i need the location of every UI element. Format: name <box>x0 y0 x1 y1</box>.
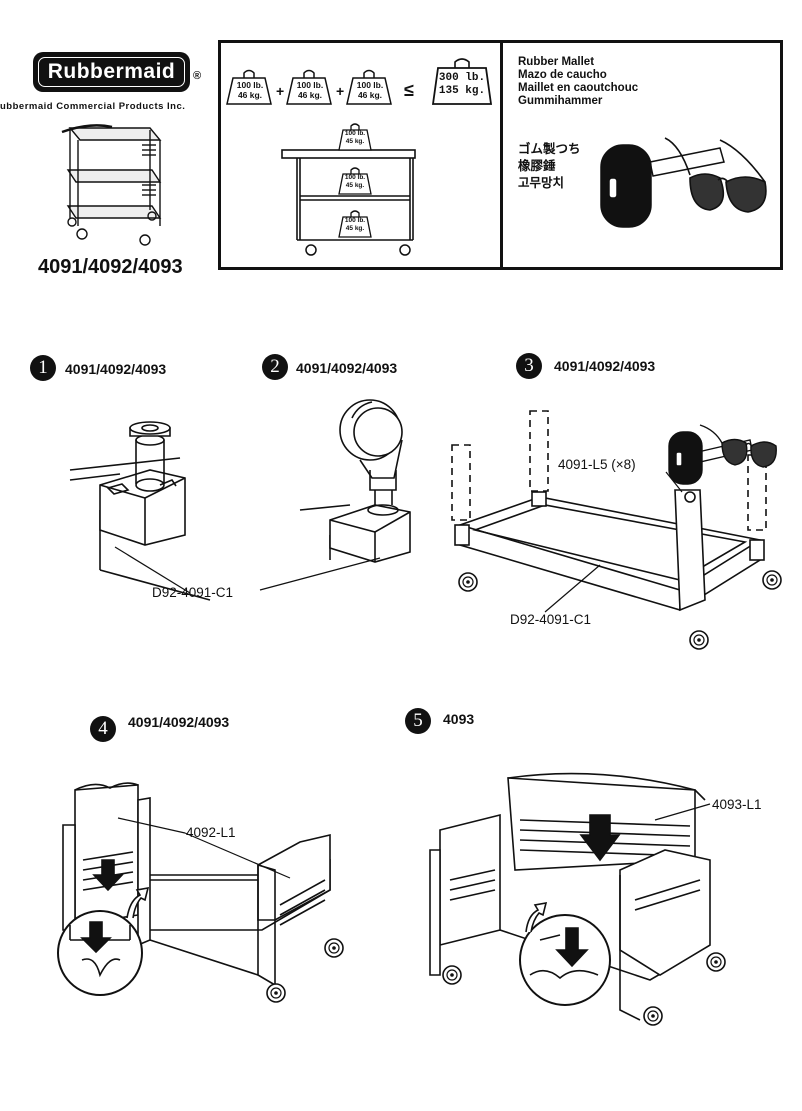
step4-illustration <box>57 782 331 996</box>
plus-sign-1: + <box>276 83 285 99</box>
weight-1: 100 lb. 46 kg. <box>232 80 268 100</box>
step-4-number: 4 <box>90 716 116 742</box>
plus-sign-2: + <box>336 83 345 99</box>
registered-mark: ® <box>193 70 202 82</box>
shelf-weight-2-lb: 100 lb. <box>344 174 366 181</box>
brand-logo: Rubbermaid <box>33 52 190 92</box>
step-1-label: 4091/4092/4093 <box>65 361 167 377</box>
cart-icon <box>61 124 162 246</box>
leader-lines <box>114 471 711 879</box>
weight-1-lb: 100 lb. <box>236 80 264 90</box>
shelf-weight-3-lb: 100 lb. <box>344 217 366 224</box>
weight-3-lb: 100 lb. <box>356 80 384 90</box>
shelf-weight-1-kg: 45 kg. <box>345 138 365 145</box>
shelf-weight-3: 100 lb. 45 kg. <box>340 217 370 233</box>
weight-2-lb: 100 lb. <box>296 80 324 90</box>
weight-2: 100 lb. 46 kg. <box>292 80 328 100</box>
mallet-label-ja: ゴム製つち <box>518 142 581 156</box>
step-4-label: 4091/4092/4093 <box>128 714 230 730</box>
mallet-label-zh: 橡膠錘 <box>518 159 556 173</box>
part-top-panel: 4093-L1 <box>712 797 762 812</box>
mallet-label: Rubber Mallet Mazo de caucho Maillet en … <box>518 56 638 108</box>
total-weight-lb: 300 lb. <box>438 72 486 84</box>
model-numbers: 4091/4092/4093 <box>38 256 183 278</box>
weight-1-kg: 46 kg. <box>237 90 263 100</box>
step2-illustration <box>299 399 411 563</box>
safety-glasses-icon <box>699 424 777 468</box>
lte-sign: ≤ <box>404 80 414 100</box>
total-weight-kg: 135 kg. <box>438 85 486 97</box>
frame-divider <box>500 40 503 270</box>
mallet-label-ko: 고무망치 <box>518 176 565 190</box>
step-5-number: 5 <box>405 708 431 734</box>
total-weight: 300 lb. 135 kg. <box>436 72 488 98</box>
mallet-label-fr: Maillet en caoutchouc <box>518 82 639 94</box>
total-weight-box <box>431 58 493 105</box>
shelf-weight-1: 100 lb. 45 kg. <box>340 130 370 146</box>
mallet-label-es: Mazo de caucho <box>518 69 607 81</box>
step-5-label: 4093 <box>443 711 475 727</box>
step5-illustration <box>429 772 711 1021</box>
step-3-number: 3 <box>516 353 542 379</box>
part-base-step3: D92-4091-C1 <box>510 612 592 627</box>
shelf-weight-2: 100 lb. 45 kg. <box>340 174 370 190</box>
company-name: ubbermaid Commercial Products Inc. <box>0 101 186 112</box>
part-leg: 4091-L5 (×8) <box>558 457 636 472</box>
mallet-icon <box>600 144 725 228</box>
step-3-label: 4091/4092/4093 <box>554 358 656 374</box>
mallet-label-cjk: ゴム製つち 橡膠錘 고무망치 <box>518 141 581 192</box>
part-side-panel: 4092-L1 <box>186 825 236 840</box>
step-2-number: 2 <box>262 354 288 380</box>
brand-name: Rubbermaid <box>38 57 185 87</box>
mallet-label-en: Rubber Mallet <box>518 56 595 68</box>
weight-3: 100 lb. 46 kg. <box>352 80 388 100</box>
part-base-step12: D92-4091-C1 <box>152 585 234 600</box>
step-1-number: 1 <box>30 355 56 381</box>
step-2-label: 4091/4092/4093 <box>296 360 398 376</box>
safety-glasses-icon <box>664 137 767 213</box>
step1-illustration <box>69 421 211 601</box>
mallet-label-de: Gummihammer <box>518 95 603 107</box>
weight-2-kg: 46 kg. <box>297 90 323 100</box>
shelf-weight-3-kg: 45 kg. <box>345 225 365 232</box>
shelf-weight-1-lb: 100 lb. <box>344 130 366 137</box>
step3-illustration <box>451 410 767 612</box>
shelf-weight-2-kg: 45 kg. <box>345 182 365 189</box>
weight-3-kg: 46 kg. <box>357 90 383 100</box>
